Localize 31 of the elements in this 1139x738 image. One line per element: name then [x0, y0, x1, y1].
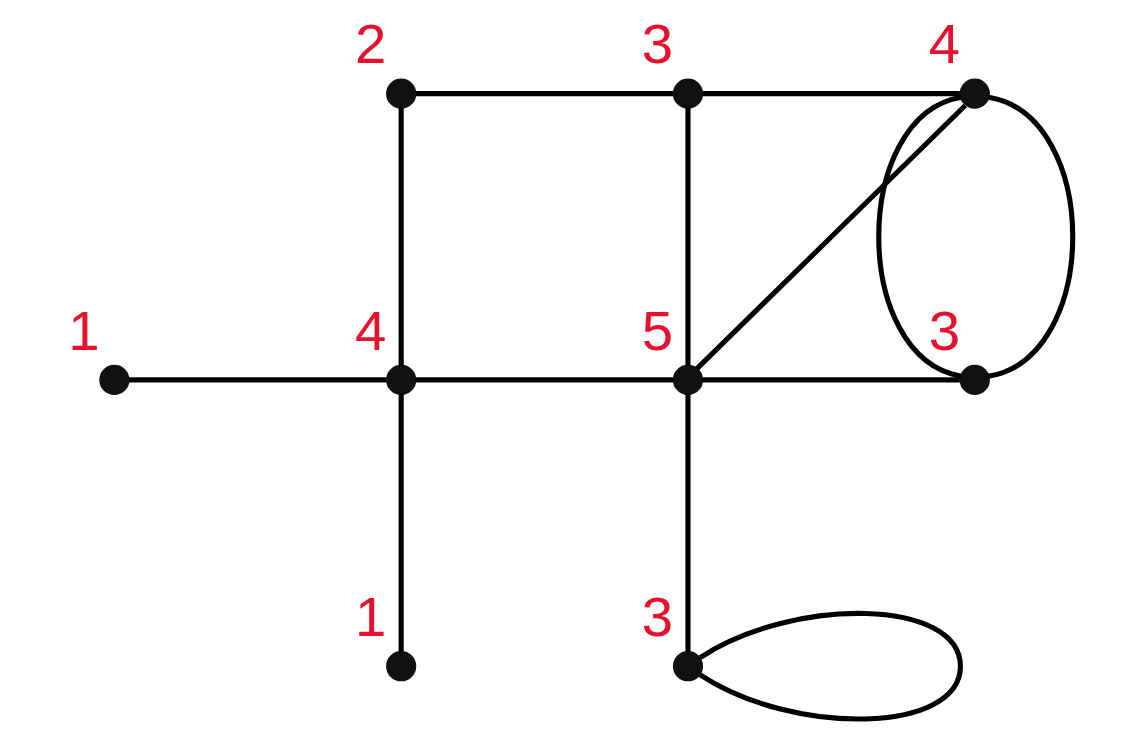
node-circle — [959, 364, 990, 396]
connector — [684, 107, 691, 366]
node-label: 4 — [928, 12, 960, 76]
node-circle — [98, 364, 129, 396]
connector — [698, 610, 963, 722]
node-circle — [385, 364, 416, 396]
connector — [684, 393, 691, 652]
connector — [702, 91, 960, 97]
connector — [986, 94, 1075, 379]
node-circle — [959, 78, 990, 109]
node-circle — [672, 364, 703, 396]
node-label: 3 — [928, 298, 960, 362]
node-circle — [385, 78, 416, 109]
node-label: 3 — [641, 12, 673, 76]
connector — [398, 393, 404, 652]
node-label: 3 — [641, 585, 673, 648]
node-circle — [672, 78, 703, 109]
node-circle — [385, 651, 416, 682]
node-label: 2 — [354, 12, 386, 76]
node-circle — [672, 651, 703, 682]
node-label: 1 — [354, 585, 386, 648]
connector — [694, 103, 967, 371]
connector — [128, 377, 386, 383]
connector — [875, 94, 962, 379]
node-label: 1 — [67, 298, 100, 362]
connector — [398, 107, 404, 366]
connector — [702, 377, 960, 383]
connector — [415, 377, 673, 383]
connector — [415, 91, 673, 97]
node-label: 5 — [641, 298, 673, 362]
node-label: 4 — [354, 298, 386, 362]
